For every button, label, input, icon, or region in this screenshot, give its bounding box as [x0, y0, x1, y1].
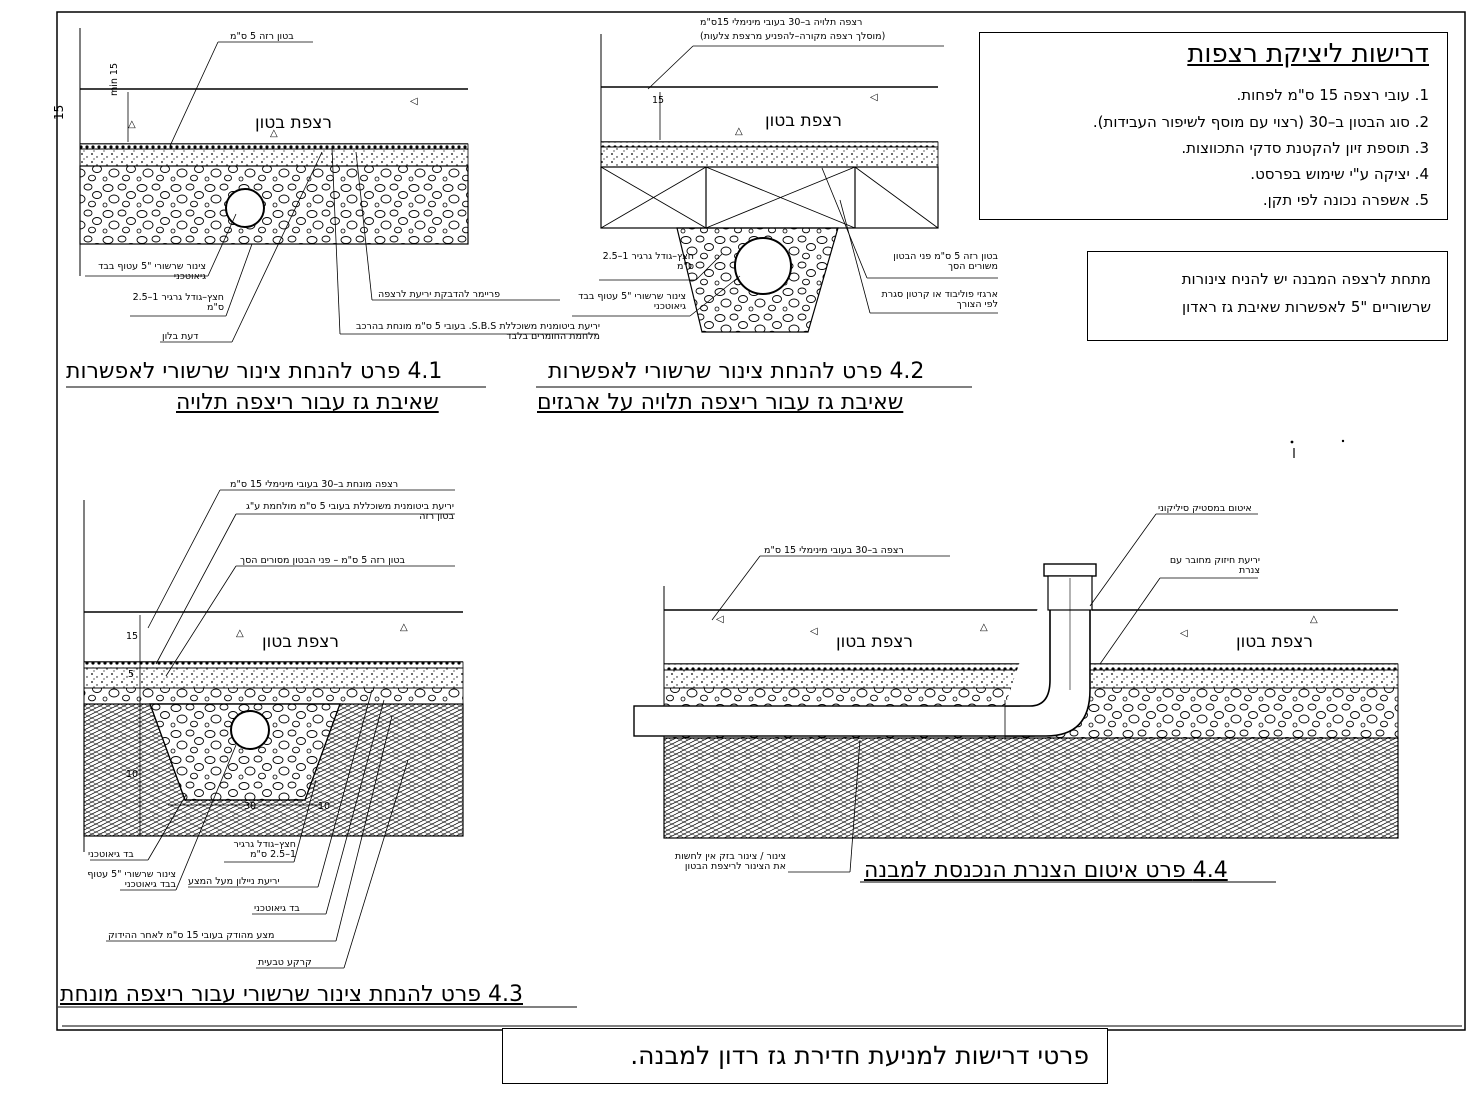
note-line-1: מתחת לרצפה המבנה יש להניח צינורות	[1181, 270, 1431, 288]
detail-4-2-caption-line-1: 4.2 פרט להנחת צינור שרשורי לאפשרות	[548, 359, 925, 384]
detail-4-3-soil-label: קרקע טבעית	[258, 957, 312, 968]
requirement-item-2: 2. סוג הבטון ב–30 (רצוי עם מוסף לשיפור ה…	[1092, 113, 1429, 131]
detail-4-1-drawing: 15 △ ◁ △	[52, 28, 598, 388]
detail-4-2-caption-line-2: שאיבת גז עבור ריצפה תלויה על ארגזים	[537, 390, 904, 415]
detail-4-1-dimension: min 15	[109, 62, 120, 96]
requirement-item-1: 1. עובי רצפה 15 ס"מ לפחות.	[1236, 86, 1429, 104]
detail-4-4-caption: 4.4 פרט איטום הצנרת הנכנסת למבנה	[864, 858, 1228, 883]
detail-4-2-gravel-label: חצץ–גודל גרגיר 1–2.5 ס"מ	[602, 251, 694, 272]
detail-4-3-dim-15: 15	[126, 631, 139, 642]
detail-4-3-dim-5: 5	[128, 669, 135, 680]
detail-4-4-drawing: ◁ ◁ △ ◁ △	[633, 513, 1399, 883]
detail-4-1-caption-line-1: 4.1 פרט להנחת צינור שרשורי לאפשרות	[66, 359, 443, 384]
detail-4-1-lean-concrete-label: בטון רזה 5 ס"מ	[230, 31, 294, 42]
svg-text:◁: ◁	[410, 96, 418, 107]
svg-text:◁: ◁	[870, 92, 878, 103]
detail-4-3-slab-label: רצפת בטון	[262, 632, 339, 652]
footer-title-box: פרטי דרישות למניעת חדירת גז רדון למבנה.	[502, 1028, 1108, 1084]
detail-4-3-dim-10: 10	[126, 769, 139, 780]
detail-4-3-pipe-label: צינור שרשורי "5 עטוף בבד גיאוטכני	[87, 869, 176, 890]
detail-4-2-pipe-label: צינור שרשורי "5 עטוף בבד גיאוטכני	[578, 291, 686, 312]
detail-4-4-sheet-label: יריעת חיזוק מחובר עם צנרת	[1169, 555, 1260, 576]
detail-4-3-caption: 4.3 פרט להנחת צינור שרשורי עבור ריצפה מו…	[60, 982, 523, 1007]
detail-4-1-clay-label: דעת בלון	[162, 331, 199, 342]
svg-text:15: 15	[52, 105, 66, 120]
svg-text:△: △	[980, 622, 988, 633]
detail-4-2-boxes-label: ארגזי פוליבוד או קרטון סגרת לפי הצורך	[881, 289, 999, 310]
detail-4-1-gravel-label: חצץ–גודל גרגיר 1–2.5 ס"מ	[132, 292, 224, 313]
detail-4-3-dim-10b: 10	[318, 801, 331, 812]
requirements-title: דרישות ליציקת רצפות	[1187, 39, 1429, 69]
detail-4-1-membrane-label: יריעת ביטומנית משוכללת S.B.S. בעובי 5 ס"…	[355, 321, 600, 342]
footer-title: פרטי דרישות למניעת חדירת גז רדון למבנה.	[630, 1041, 1089, 1070]
svg-text:△: △	[400, 622, 408, 633]
detail-4-3-nylon-label: יריעת ניילון מעל המצע	[188, 876, 280, 887]
svg-text:△: △	[270, 128, 278, 139]
requirement-item-3: 3. תוספת זיון להקטנת סדקי התכווצות.	[1181, 139, 1429, 157]
note-line-2: שרשוריים "5 לאפשרות שאיבת גז ראדון	[1182, 298, 1431, 316]
detail-4-4-slab-note: רצפה ב–30 בעובי מינימלי 15 ס"מ	[764, 545, 904, 556]
detail-4-3-membrane-label: יריעת ביטומנית משוכללת בעובי 5 ס"מ מולחמ…	[245, 501, 454, 522]
note-box: מתחת לרצפה המבנה יש להניח צינורות שרשורי…	[1087, 251, 1448, 341]
detail-4-1-caption-line-2: שאיבת גז עבור ריצפה תלויה	[176, 390, 439, 415]
detail-4-3-gravel-label: חצץ–גודל גרגיר 1–2.5 ס"מ	[233, 839, 296, 860]
detail-4-1-seal-label: פריימר להדבקת יריעת לרצפה	[378, 289, 501, 300]
svg-text:◁: ◁	[1180, 628, 1188, 639]
detail-4-4-slab-label-right: רצפת בטון	[1236, 632, 1313, 652]
detail-4-3-lean-concrete-label: בטון רזה 5 ס"מ – פני הבטון מסורים הסך	[240, 555, 406, 566]
detail-4-3-slab-note: רצפה מונחת ב–30 בעובי מינימלי 15 ס"מ	[230, 479, 399, 490]
svg-text:△: △	[735, 126, 743, 137]
detail-4-2-dimension: 15	[652, 95, 665, 106]
detail-4-3-geotextile-2-label: בד גיאוטכני	[254, 903, 300, 914]
svg-text:△: △	[128, 119, 136, 130]
svg-text:◁: ◁	[716, 614, 724, 625]
detail-4-3-dim-30: 30	[244, 801, 257, 812]
detail-4-3-base-label: מצע מהודק בעובי 15 ס"מ לאחר ההידוק	[108, 930, 275, 941]
requirement-item-5: 5. אשפרה נכונה לפי תקן.	[1262, 191, 1429, 209]
detail-4-2-top-label: רצפה תלויה ב–30 בעובי מינימלי 15ס"מ	[700, 17, 863, 28]
detail-4-1-slab-label: רצפת בטון	[255, 113, 332, 133]
detail-4-4-slab-label-left: רצפת בטון	[836, 632, 913, 652]
detail-4-2-drawing: ◁ △	[536, 34, 998, 388]
detail-4-3-geotextile-label: בד גיאוטכני	[88, 849, 134, 860]
detail-4-4-sealant-label: איטום במסטיק סיליקוני	[1158, 503, 1252, 514]
detail-4-2-top-label-2: (מוסלך רצפה מקורה–להפניע מרצפת צלעות)	[700, 31, 886, 42]
requirement-item-4: 4. יציקה ע"י שימוש בפרסט.	[1250, 165, 1429, 183]
detail-4-3-drawing: △ △	[58, 489, 577, 1008]
detail-4-1-pipe-label: צינור שרשורי "5 עטוף בבד גיאוטכני	[98, 261, 206, 282]
svg-text:△: △	[236, 628, 244, 639]
detail-4-2-lean-concrete-label: בטון רזה 5 ס"מ פני הבטון משורים הסך	[893, 251, 998, 272]
svg-text:△: △	[1310, 614, 1318, 625]
detail-4-2-slab-label: רצפת בטון	[765, 111, 842, 131]
requirements-box: דרישות ליציקת רצפות 1. עובי רצפה 15 ס"מ …	[979, 32, 1448, 220]
svg-text:◁: ◁	[810, 626, 818, 637]
detail-4-4-pipe-label: צינור / צינור בזק אין לחשות את הצינור לר…	[674, 851, 786, 872]
